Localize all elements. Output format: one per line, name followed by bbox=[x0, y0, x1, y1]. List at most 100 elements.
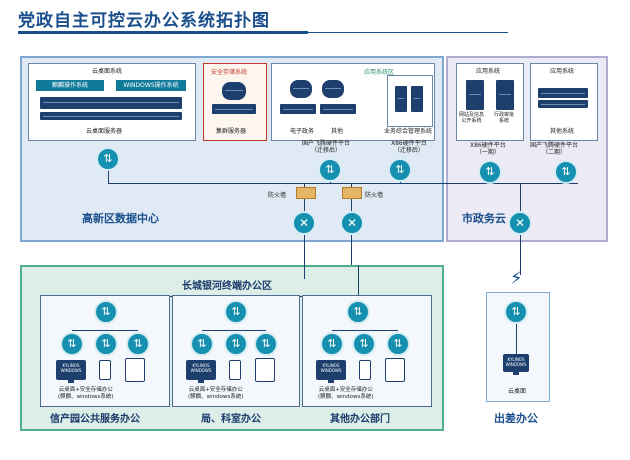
office-3-note: 云桌面+安全存储办公 (麒麟、windows系统) bbox=[318, 387, 374, 400]
switch-arrows-icon: ⇅ bbox=[346, 300, 370, 324]
business-tower-left-icon bbox=[395, 86, 407, 112]
title-underline-thin bbox=[308, 32, 508, 33]
business-tower-right-icon bbox=[411, 86, 423, 112]
kylin-os-label: 麒麟操作系统 bbox=[36, 80, 104, 91]
switch-arrows-icon: ⇅ bbox=[224, 300, 248, 324]
travel-monitor-icon: KYLINOS WINDOWS bbox=[503, 354, 529, 372]
cloud-desktop-title: 云桌面系统 bbox=[92, 68, 123, 75]
feiteng-migrated-label: 国产飞腾硬件平台 （迁移后） bbox=[302, 140, 351, 154]
switch-arrows-icon: ⇅ bbox=[94, 300, 118, 324]
cloud-desktop-server-label: 云桌面服务器 bbox=[86, 128, 123, 135]
firewall-left-label: 防火墙 bbox=[268, 192, 287, 199]
city-web-label: 网站及信息 公开系统 bbox=[459, 112, 485, 124]
office-1-name: 信产园公共服务办公 bbox=[50, 414, 140, 425]
email-server-icon bbox=[280, 104, 316, 114]
office-1-tablet-icon bbox=[125, 358, 145, 382]
cluster-server-label: 集群服务器 bbox=[216, 128, 247, 135]
office-2-monitor-stand bbox=[198, 380, 204, 383]
switch-arrows-icon: ⇅ bbox=[320, 332, 344, 356]
office-1-bus bbox=[72, 330, 138, 331]
city-approval-label: 行政审批 系统 bbox=[494, 112, 515, 124]
city-link-line bbox=[520, 183, 521, 215]
switch-arrows-icon: ⇅ bbox=[96, 147, 120, 171]
lightning-icon: ⚡ bbox=[510, 268, 523, 289]
storage-database-icon bbox=[222, 82, 246, 100]
cloud-desktop-server-icon bbox=[40, 97, 182, 109]
firewall-brick-icon bbox=[296, 187, 316, 199]
city-app-title-left: 应用系统 bbox=[476, 68, 501, 75]
office-2-phone-icon bbox=[229, 360, 241, 380]
security-storage-box bbox=[203, 63, 267, 141]
fw-line-right bbox=[351, 183, 352, 215]
email-database-icon bbox=[290, 80, 312, 98]
travel-monitor-stand bbox=[513, 372, 519, 375]
city-down-line bbox=[520, 235, 521, 275]
windows-os-label: WINDOWS操作系统 bbox=[116, 80, 186, 91]
other-label: 其他 bbox=[331, 128, 344, 135]
feiteng-phase2-label: 国产飞腾硬件平台 （二期） bbox=[530, 142, 579, 156]
business-system-label: 业务综合管理系统 bbox=[384, 128, 433, 135]
router-down-right bbox=[351, 235, 352, 265]
zone-label-changcheng: 长城银河终端办公区 bbox=[182, 281, 272, 292]
email-label: 电子政务 bbox=[290, 128, 315, 135]
x86-phase1-label: X86硬件平台 （一期） bbox=[470, 142, 506, 156]
app-system-zone-title: 应用系统区 bbox=[364, 69, 395, 76]
city-app-title-right: 应用系统 bbox=[550, 68, 575, 75]
switch-arrows-icon: ⇅ bbox=[386, 332, 410, 356]
zone-label-gaoxin: 高新区数据中心 bbox=[82, 212, 159, 225]
switch-arrows-icon: ⇅ bbox=[254, 332, 278, 356]
office-2-tablet-icon bbox=[255, 358, 275, 382]
office-1-phone-icon bbox=[99, 360, 111, 380]
city-web-tower-icon bbox=[466, 80, 484, 110]
travel-drop-line bbox=[516, 324, 517, 354]
office-1-monitor-icon: KYLINOS WINDOWS bbox=[56, 360, 86, 380]
firewall-brick-icon bbox=[342, 187, 362, 199]
zone-label-city-cloud: 市政务云 bbox=[462, 212, 506, 225]
router-cross-icon: ✕ bbox=[508, 211, 532, 235]
firewall-right-label: 防火墙 bbox=[365, 192, 384, 199]
switch-arrows-icon: ⇅ bbox=[352, 332, 376, 356]
office-1-monitor-stand bbox=[68, 380, 74, 383]
switch-arrows-icon: ⇅ bbox=[224, 332, 248, 356]
office-2-name: 局、科室办公 bbox=[201, 414, 261, 425]
router-cross-icon: ✕ bbox=[340, 211, 364, 235]
page-title: 党政自主可控云办公系统拓扑图 bbox=[18, 11, 270, 31]
x86-migrated-label: X86硬件平台 （迁移后） bbox=[391, 140, 427, 154]
office-2-monitor-icon: KYLINOS WINDOWS bbox=[186, 360, 216, 380]
other-server-icon bbox=[320, 104, 356, 114]
office-drop-3 bbox=[358, 265, 359, 306]
switch-arrows-icon: ⇅ bbox=[94, 332, 118, 356]
office-3-monitor-icon: KYLINOS WINDOWS bbox=[316, 360, 346, 380]
switch-arrows-icon: ⇅ bbox=[478, 160, 502, 184]
router-down-left bbox=[304, 235, 305, 279]
office-3-tablet-icon bbox=[385, 358, 405, 382]
dc-drop-line-1 bbox=[108, 167, 109, 183]
office-3-bus bbox=[332, 330, 398, 331]
business-system-box bbox=[387, 75, 433, 127]
other-database-icon bbox=[322, 80, 344, 98]
office-3-monitor-stand bbox=[328, 380, 334, 383]
cluster-server-icon bbox=[212, 104, 256, 114]
city-other-label: 其他系统 bbox=[550, 128, 575, 135]
switch-arrows-icon: ⇅ bbox=[60, 332, 84, 356]
security-storage-title: 安全存储系统 bbox=[211, 69, 248, 76]
office-3-phone-icon bbox=[359, 360, 371, 380]
city-approval-tower-icon bbox=[496, 80, 514, 110]
title-underline bbox=[18, 31, 308, 34]
city-other-server-icon bbox=[538, 88, 588, 98]
office-1-note: 云桌面+安全存储办公 (麒麟、windows系统) bbox=[58, 387, 114, 400]
router-cross-icon: ✕ bbox=[292, 211, 316, 235]
switch-arrows-icon: ⇅ bbox=[504, 300, 528, 324]
cloud-desktop-server-icon-2 bbox=[40, 112, 182, 120]
switch-arrows-icon: ⇅ bbox=[388, 158, 412, 182]
dc-bus-line bbox=[108, 183, 578, 184]
office-3-name: 其他办公部门 bbox=[330, 414, 390, 425]
switch-arrows-icon: ⇅ bbox=[554, 160, 578, 184]
fw-line-left bbox=[304, 183, 305, 215]
city-other-server-icon-2 bbox=[538, 100, 588, 108]
switch-arrows-icon: ⇅ bbox=[126, 332, 150, 356]
switch-arrows-icon: ⇅ bbox=[190, 332, 214, 356]
office-2-note: 云桌面+安全存储办公 (麒麟、windows系统) bbox=[188, 387, 244, 400]
travel-office-label: 出差办公 bbox=[494, 412, 538, 425]
office-2-bus bbox=[202, 330, 266, 331]
